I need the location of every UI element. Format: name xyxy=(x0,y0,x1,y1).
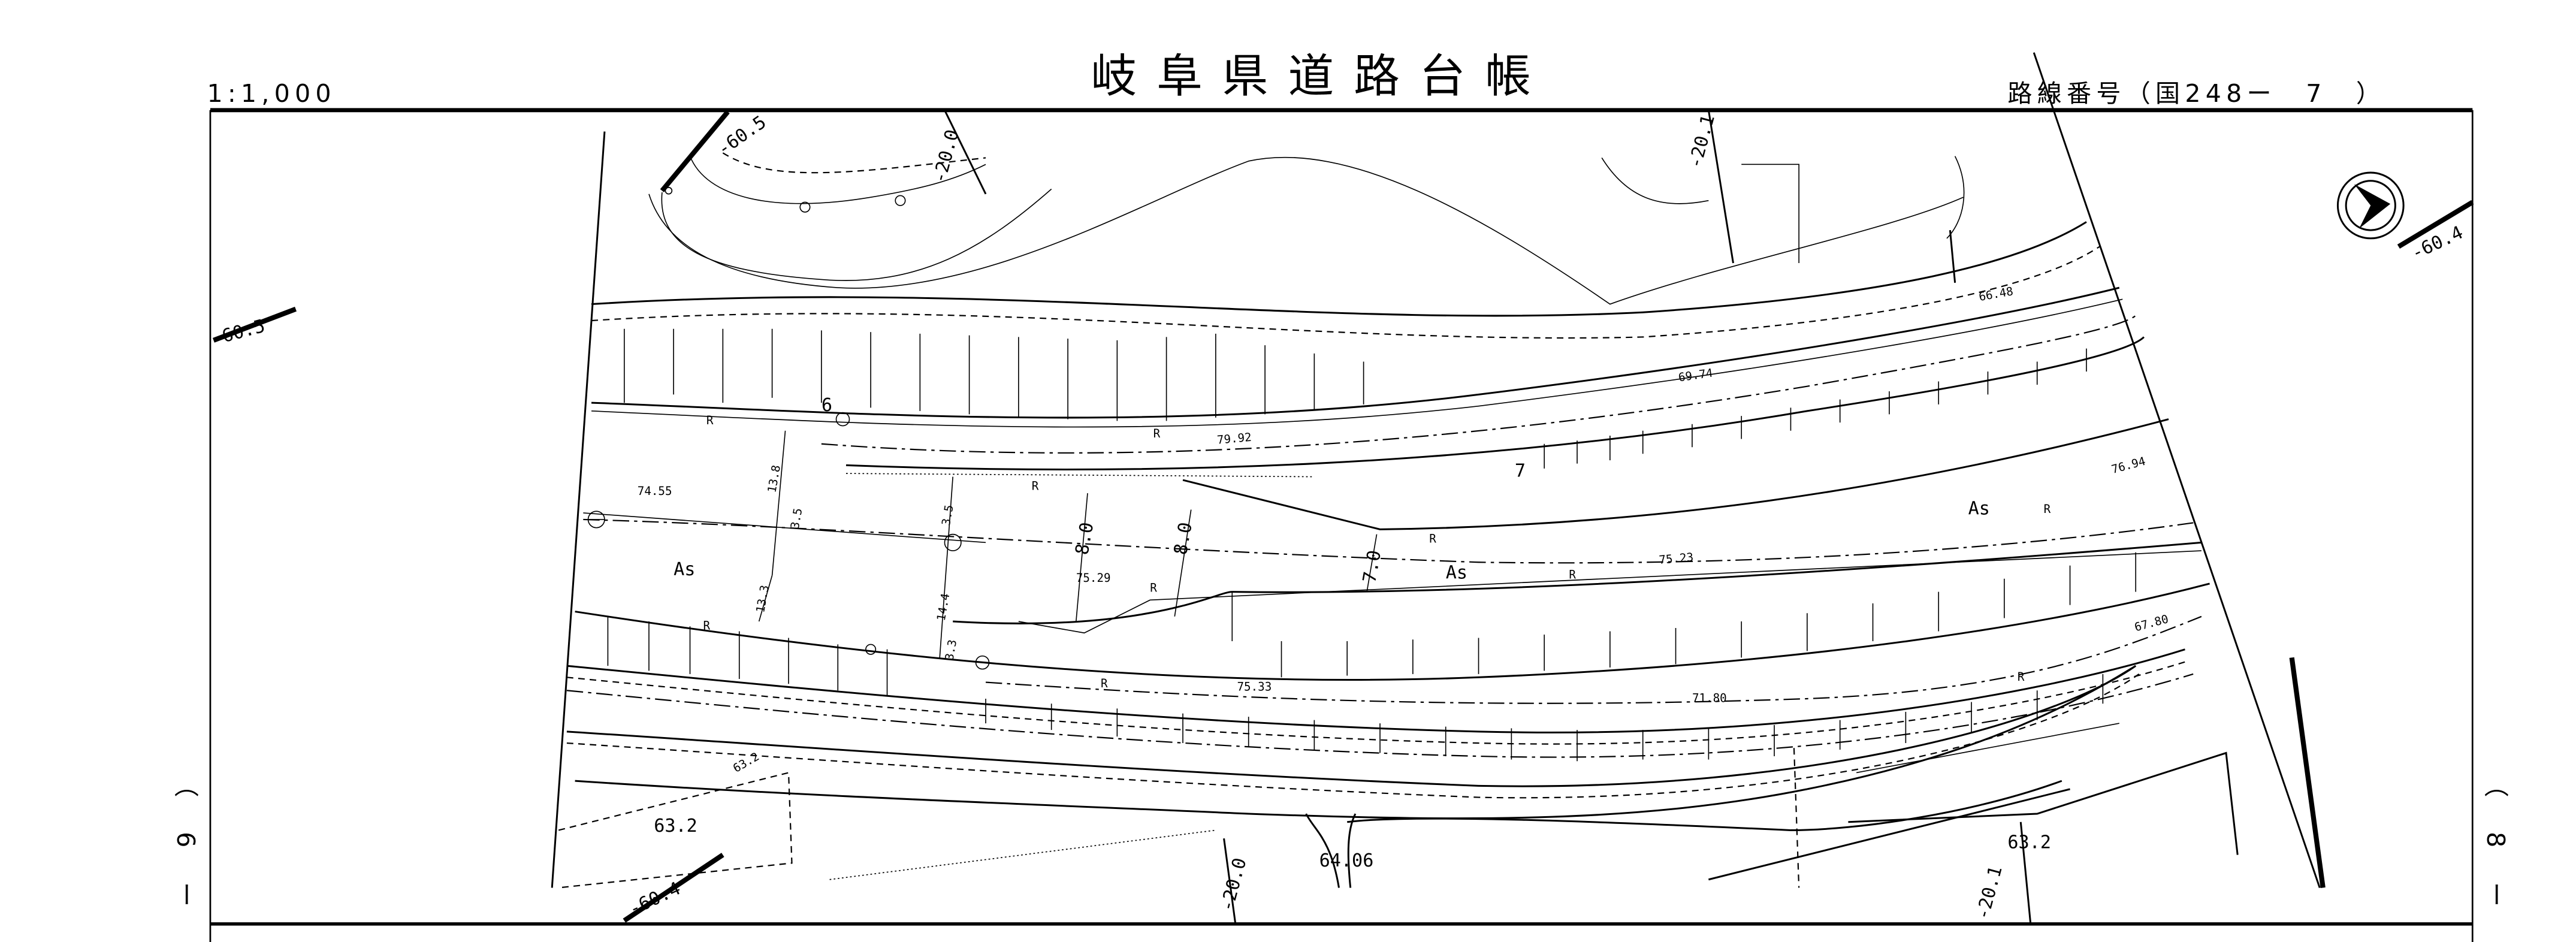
map-label: -60.4 xyxy=(2408,222,2466,264)
north-arrow-icon xyxy=(2336,171,2405,240)
map-label: -20.1 xyxy=(1972,864,2006,922)
map-label: 79.92 xyxy=(1216,430,1252,447)
map-label: 3.5 xyxy=(939,504,956,527)
map-label: 75.29 xyxy=(1076,571,1111,585)
map-label: R xyxy=(2044,502,2051,516)
map-label: R xyxy=(2018,670,2025,684)
map-label: R xyxy=(1150,581,1157,595)
map-label: 7 xyxy=(1515,461,1526,482)
map-label: R xyxy=(1153,427,1161,440)
road-plan-drawing xyxy=(212,52,2474,925)
adjacent-sheet-right: （ 8 ー xyxy=(2481,772,2510,911)
scale-label: 1:1,000 xyxy=(207,79,336,108)
map-label: As xyxy=(1968,499,1990,520)
map-label: 8.0 xyxy=(1071,521,1098,557)
map-label: 69.74 xyxy=(1678,366,1714,385)
map-label: 7.0 xyxy=(1359,549,1385,585)
map-label: 76.94 xyxy=(2110,454,2147,476)
map-label: 14.4 xyxy=(934,592,953,622)
map-label: 3.3 xyxy=(942,639,959,662)
map-label: As xyxy=(1446,563,1467,584)
map-frame xyxy=(209,108,2474,942)
map-label: 64.06 xyxy=(1319,850,1374,871)
map-label: 3.5 xyxy=(788,507,805,530)
map-label: R xyxy=(1032,479,1039,493)
map-label: 63.2 xyxy=(2007,832,2051,853)
map-label: R xyxy=(1101,677,1108,690)
map-label: R xyxy=(706,413,714,427)
survey-point-icon xyxy=(587,186,990,670)
adjacent-sheet-left: （ 6 ー xyxy=(171,772,200,911)
map-label: 71.80 xyxy=(1692,691,1727,705)
map-label: 75.33 xyxy=(1237,680,1272,693)
map-label: R xyxy=(703,619,710,633)
map-label: 6 xyxy=(822,395,832,416)
map-label: 8.0 xyxy=(1170,521,1197,557)
map-label: R xyxy=(1429,532,1436,545)
map-label: -20.0 xyxy=(1216,856,1251,914)
map-label: R xyxy=(1569,568,1576,582)
map-label: 75.23 xyxy=(1659,550,1695,567)
map-labels: -60.5-20.0-20.1-60.5-60.4-60.4-20.0-20.1… xyxy=(209,111,2466,922)
sheet-title: 岐阜県道路台帳 xyxy=(1091,50,1551,104)
map-label: -60.5 xyxy=(209,316,267,350)
map-label: 74.55 xyxy=(638,484,672,498)
map-label: 63.2 xyxy=(730,750,762,775)
map-label: As xyxy=(674,559,695,580)
map-label: -60.4 xyxy=(626,878,684,920)
map-label: 13.3 xyxy=(753,584,772,614)
map-label: 63.2 xyxy=(654,816,697,837)
route-number: 路線番号（国248ー 7 ） xyxy=(2007,79,2385,108)
map-label: 66.48 xyxy=(1978,284,2015,304)
